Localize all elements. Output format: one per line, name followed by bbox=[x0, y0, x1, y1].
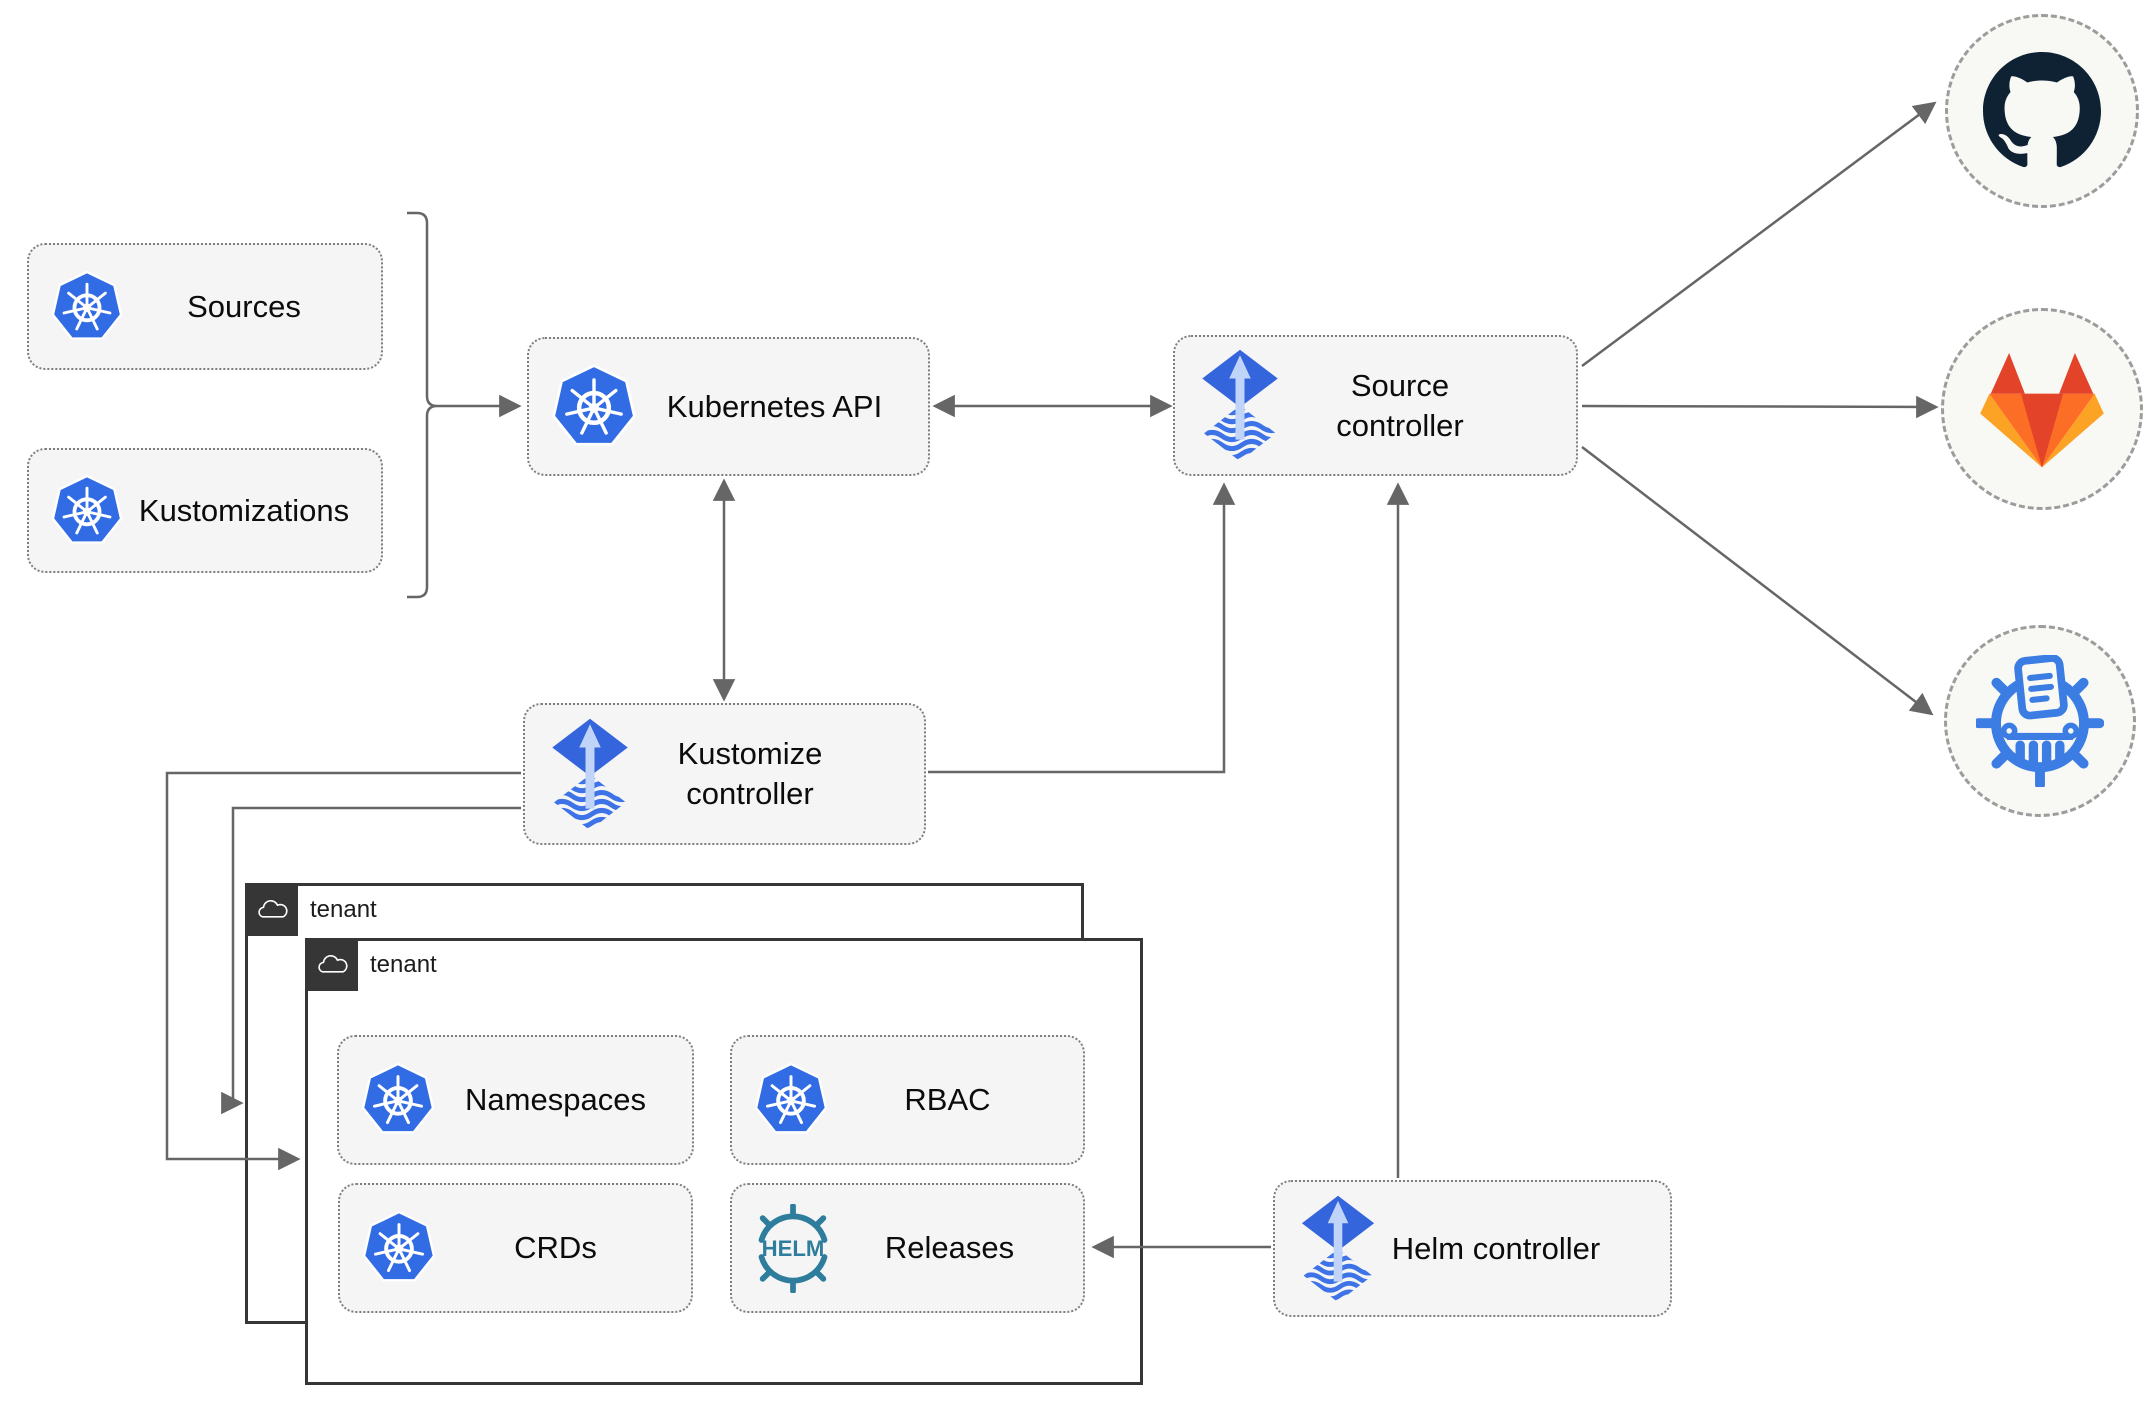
helm-icon bbox=[752, 1204, 834, 1293]
node-label: Releases bbox=[884, 1230, 1015, 1266]
node-label: Sources bbox=[187, 288, 301, 324]
source-controller-box: Source controller bbox=[1173, 335, 1578, 476]
tenant-label: tenant bbox=[370, 950, 437, 978]
tenant-header bbox=[245, 883, 298, 936]
node-label: Kustomize controller bbox=[677, 736, 823, 811]
node-label: Helm controller bbox=[1391, 1230, 1601, 1266]
node-label: Source controller bbox=[1336, 367, 1464, 443]
node-label: Kustomizations bbox=[138, 492, 350, 528]
flux-icon bbox=[1195, 348, 1285, 463]
flux-icon bbox=[1295, 1194, 1381, 1304]
github-icon bbox=[1983, 52, 2101, 170]
helm-controller-box: Helm controller bbox=[1273, 1180, 1672, 1317]
kustomize-controller-box: Kustomize controller bbox=[523, 703, 926, 845]
node-label: Namespaces bbox=[465, 1082, 646, 1118]
sources-box: Sources bbox=[27, 243, 383, 370]
cloud-icon bbox=[255, 897, 289, 922]
github-circle bbox=[1945, 14, 2139, 208]
edge-source-to-chart-repository bbox=[1581, 446, 1934, 716]
node-label: Kubernetes API bbox=[666, 388, 883, 424]
tenant-label: tenant bbox=[310, 895, 377, 923]
kubernetes-icon bbox=[49, 269, 125, 345]
cloud-icon bbox=[315, 952, 349, 977]
namespaces-box: Namespaces bbox=[337, 1035, 694, 1165]
grouping-bracket bbox=[407, 211, 438, 599]
kubernetes-icon bbox=[359, 1061, 437, 1139]
node-label: RBAC bbox=[904, 1082, 991, 1118]
kubernetes-icon bbox=[752, 1061, 830, 1139]
edge-kustomize-to-source bbox=[928, 482, 1236, 774]
flux-icon bbox=[545, 717, 635, 832]
kubernetes-icon bbox=[360, 1209, 438, 1287]
chart-repository-icon bbox=[1976, 655, 2104, 787]
crds-box: CRDs bbox=[338, 1183, 693, 1313]
kubernetes-icon bbox=[49, 473, 125, 549]
kubernetes-icon bbox=[549, 362, 639, 452]
releases-box: Releases bbox=[730, 1183, 1085, 1313]
tenant-header bbox=[305, 938, 358, 991]
edge-source-to-gitlab bbox=[1581, 395, 1939, 419]
gitlab-circle bbox=[1941, 308, 2143, 510]
edge-source-to-github bbox=[1581, 101, 1937, 368]
chart-repository-circle bbox=[1944, 625, 2136, 817]
kubernetes-api-box: Kubernetes API bbox=[527, 337, 930, 476]
rbac-box: RBAC bbox=[730, 1035, 1085, 1165]
kustomizations-box: Kustomizations bbox=[27, 448, 383, 573]
gitlab-icon bbox=[1976, 349, 2108, 470]
node-label: CRDs bbox=[514, 1230, 597, 1266]
